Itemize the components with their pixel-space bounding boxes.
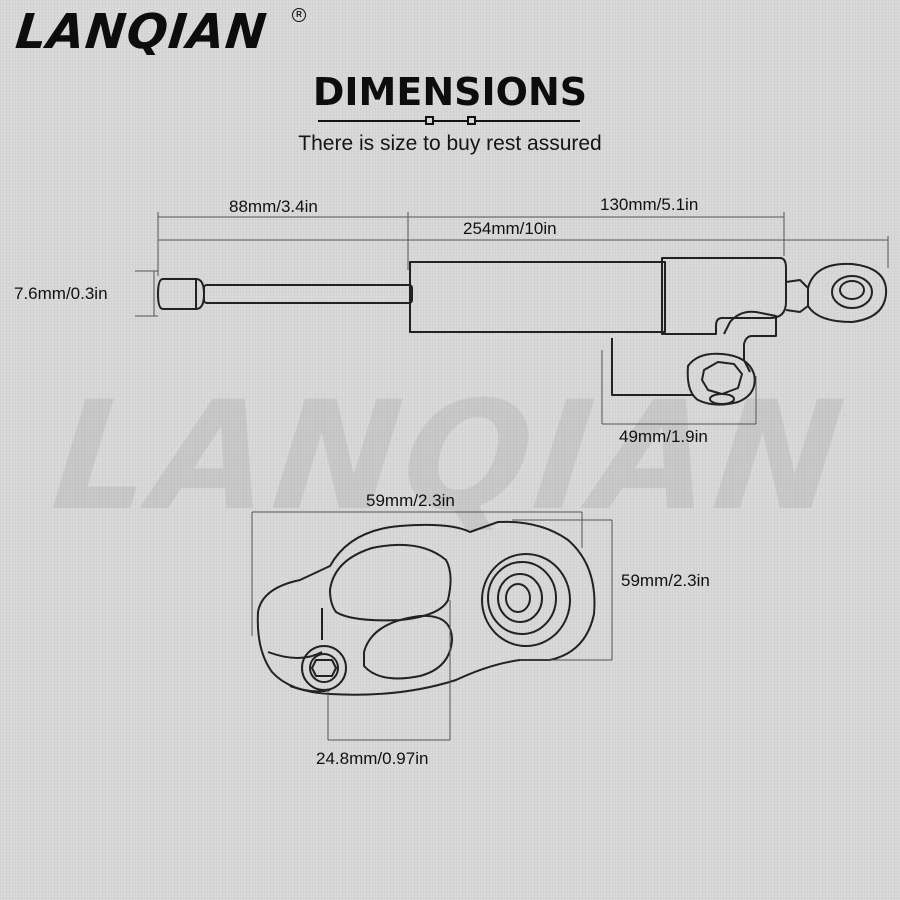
dimension-clamp-width: 59mm/2.3in xyxy=(366,491,455,510)
damper-body xyxy=(409,261,666,333)
bracket-nut xyxy=(686,352,756,406)
dimension-body-length: 130mm/5.1in xyxy=(600,195,699,214)
clamp-body xyxy=(256,520,596,696)
mounting-bracket xyxy=(723,310,777,360)
damper-body-end xyxy=(661,257,787,335)
clamp-bolt xyxy=(301,645,347,691)
page-title: DIMENSIONS xyxy=(312,70,588,114)
dimension-total-length: 254mm/10in xyxy=(463,219,557,238)
dimension-clamp-height: 59mm/2.3in xyxy=(621,571,710,590)
registered-trademark-icon: R xyxy=(292,8,306,22)
rod-end-cap xyxy=(157,278,205,310)
dimension-rod-length: 88mm/3.4in xyxy=(229,197,318,216)
clamp-dimension-lines xyxy=(251,511,613,741)
dimension-bracket-height: 49mm/1.9in xyxy=(619,427,708,446)
steering-damper xyxy=(157,257,888,406)
title-underline xyxy=(318,116,580,125)
dimension-clamp-bore: 24.8mm/0.97in xyxy=(316,749,429,768)
dimension-rod-diameter: 7.6mm/0.3in xyxy=(14,284,108,303)
handlebar-clamp xyxy=(256,520,596,696)
damper-dimension-lines xyxy=(135,212,889,425)
rod-eye xyxy=(807,262,888,323)
clamp-slot xyxy=(363,614,453,680)
page-subtitle: There is size to buy rest assured xyxy=(298,132,602,155)
clamp-bore xyxy=(329,543,452,622)
clamp-ring xyxy=(481,553,571,647)
piston-rod xyxy=(203,284,413,304)
